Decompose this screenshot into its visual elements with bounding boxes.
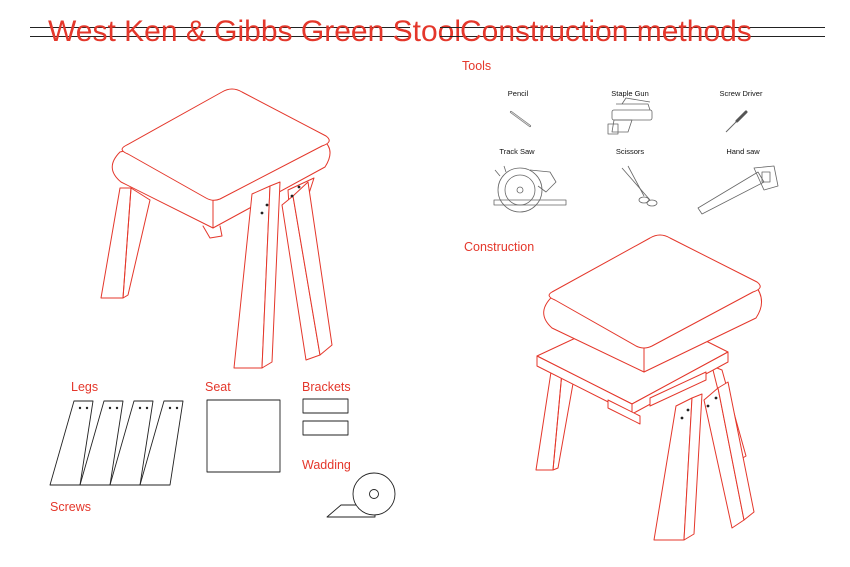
tool-label-hand-saw: Hand saw: [726, 147, 760, 156]
screws-label: Screws: [50, 500, 91, 514]
screw-hole: [290, 194, 294, 198]
screw-hole: [714, 396, 718, 400]
construction-exploded-view: [535, 234, 762, 541]
track-saw-icon: [493, 165, 567, 213]
page-title-left: West Ken & Gibbs Green Stool: [48, 15, 461, 48]
screw-hole: [145, 406, 149, 410]
seat-part: [206, 399, 281, 473]
legs-label: Legs: [71, 380, 99, 394]
screw-hole: [706, 404, 710, 408]
title-rule-right-top: [440, 27, 825, 28]
screw-hole: [175, 406, 179, 410]
tools-heading: Tools: [462, 59, 492, 73]
tool-label-pencil: Pencil: [507, 89, 529, 98]
tool-label-staple-gun: Staple Gun: [611, 89, 649, 98]
pencil-icon: [509, 110, 532, 128]
bracket-under-board: [607, 399, 641, 425]
tool-label-scissors: Scissors: [615, 147, 645, 156]
cushion-front-left: [111, 149, 214, 229]
wadding-roll-outer: [352, 472, 396, 516]
leg-part: [49, 400, 94, 486]
screw-hole: [260, 211, 264, 215]
screw-hole: [78, 406, 82, 410]
title-rule-right-bottom: [440, 36, 825, 37]
legs-parts: [49, 400, 184, 486]
wadding-roll: [326, 472, 396, 518]
screw-hole: [686, 408, 690, 412]
screw-hole: [115, 406, 119, 410]
staple-gun-icon: [607, 97, 653, 135]
bracket-part: [302, 420, 349, 436]
leg-back-left: [535, 371, 563, 471]
page-title-right: Construction methods: [460, 15, 752, 48]
leg-part: [139, 400, 184, 486]
screw-hole: [108, 406, 112, 410]
seat-label: Seat: [205, 380, 231, 394]
scissors-icon: [621, 165, 658, 207]
leg-back-left-side: [122, 187, 151, 299]
brackets-label: Brackets: [302, 380, 351, 394]
assembled-stool: [100, 88, 333, 369]
wadding-label: Wadding: [302, 458, 351, 472]
leg-front-right-side: [717, 381, 755, 521]
tool-label-screw-driver: Screw Driver: [719, 89, 763, 98]
tool-label-track-saw: Track Saw: [499, 147, 535, 156]
bracket-under-seat: [202, 225, 223, 239]
screw-hole: [168, 406, 172, 410]
screw-hole: [85, 406, 89, 410]
cushion-top: [121, 88, 330, 201]
leg-back-left-side: [552, 371, 575, 471]
bracket-part: [302, 398, 349, 414]
cushion-top: [548, 234, 761, 349]
construction-heading: Construction: [464, 240, 535, 254]
bracket-under-board: [649, 371, 707, 407]
cushion-front-left: [543, 293, 645, 373]
title-rule-left-top: [30, 27, 410, 28]
wadding-roll-core: [369, 489, 379, 499]
screwdriver-icon: [725, 110, 748, 133]
screw-hole: [680, 416, 684, 420]
title-rule-left-bottom: [30, 36, 410, 37]
leg-front-left-side: [261, 181, 281, 369]
screw-hole: [265, 203, 269, 207]
screw-hole: [297, 185, 301, 189]
screw-hole: [138, 406, 142, 410]
leg-front-left-side: [683, 393, 703, 541]
hand-saw-icon: [697, 165, 779, 215]
leg-front-right-side: [292, 181, 333, 356]
